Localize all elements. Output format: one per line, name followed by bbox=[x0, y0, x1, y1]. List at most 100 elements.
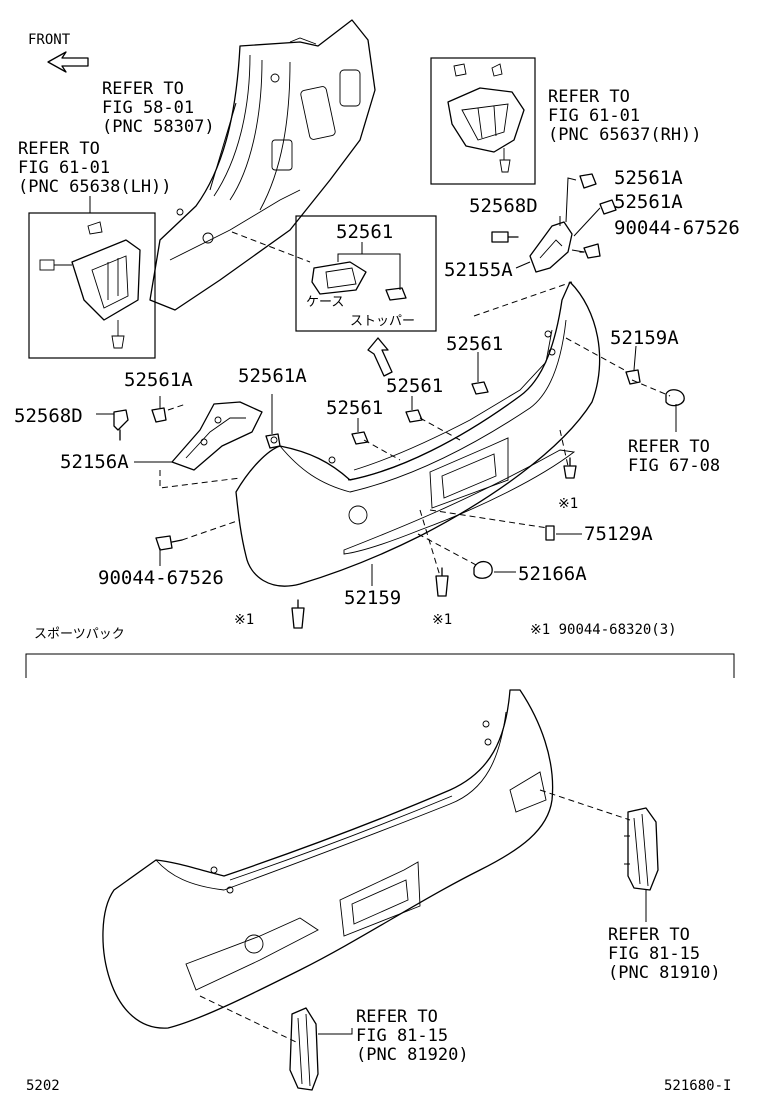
svg-text:REFER TO: REFER TO bbox=[628, 437, 710, 457]
dash-l1 bbox=[167, 403, 187, 411]
mark1-a: ※1 bbox=[558, 496, 578, 512]
stopper-c1-icon bbox=[471, 381, 489, 395]
dash-box-link bbox=[231, 231, 311, 263]
clip-52568D-l-icon bbox=[113, 409, 129, 441]
svg-text:FIG 67-08: FIG 67-08 bbox=[628, 456, 720, 476]
bracket-52156A bbox=[171, 401, 263, 471]
dash-90044-l bbox=[181, 519, 241, 541]
svg-text:REFER TO: REFER TO bbox=[548, 87, 630, 107]
cap-52166A-icon bbox=[473, 561, 493, 579]
figure-code: 521680-I bbox=[664, 1078, 731, 1094]
svg-text:FIG 61-01: FIG 61-01 bbox=[548, 106, 640, 126]
svg-text:FIG 81-15: FIG 81-15 bbox=[608, 944, 700, 964]
refer-81920-label: REFER TO FIG 81-15 (PNC 81920) bbox=[356, 1007, 469, 1065]
leader-52159A bbox=[633, 345, 637, 371]
part-52561A-tr1: 52561A bbox=[614, 167, 683, 189]
svg-text:(PNC 81910): (PNC 81910) bbox=[608, 963, 721, 983]
clip-52561A-l1-icon bbox=[151, 407, 167, 423]
svg-text:REFER TO: REFER TO bbox=[356, 1007, 438, 1027]
refer-58-label: REFER TO FIG 58-01 (PNC 58307) bbox=[102, 79, 215, 137]
part-52561-box: 52561 bbox=[336, 221, 393, 243]
plug-icon bbox=[665, 389, 685, 407]
leader-81920 bbox=[318, 1028, 353, 1035]
dash-top-ref bbox=[473, 281, 573, 317]
part-52159A: 52159A bbox=[610, 327, 679, 349]
screw-90044-r-icon bbox=[579, 243, 601, 259]
inset-box-lh bbox=[28, 212, 156, 359]
part-52561-c1: 52561 bbox=[446, 333, 503, 355]
part-52561-c3: 52561 bbox=[326, 397, 383, 419]
dash-52159A bbox=[565, 337, 629, 373]
front-label: FRONT bbox=[28, 32, 71, 48]
dash-52156A bbox=[159, 470, 241, 489]
page-code: 5202 bbox=[26, 1078, 60, 1094]
pad-75129A-icon bbox=[545, 525, 555, 541]
clip-52561A-tr2-icon bbox=[599, 199, 617, 215]
inset-box-52561: 52561 ケース ストッパー bbox=[295, 215, 437, 332]
refer-67-label: REFER TO FIG 67-08 bbox=[628, 437, 720, 476]
arrow-up-icon bbox=[367, 337, 393, 377]
section-bracket bbox=[25, 653, 735, 678]
bracket-52155A bbox=[529, 221, 573, 273]
refer-61-rh-label: REFER TO FIG 61-01 (PNC 65637(RH)) bbox=[548, 87, 702, 145]
dash-52166A bbox=[417, 533, 479, 567]
svg-text:REFER TO: REFER TO bbox=[18, 139, 100, 159]
mark1-note: ※1 90044-68320(3) bbox=[530, 622, 677, 638]
part-52561-c2: 52561 bbox=[386, 375, 443, 397]
clip-52561A-l2-icon bbox=[265, 433, 281, 449]
reflector-rh bbox=[624, 807, 659, 891]
leader-52155A bbox=[515, 261, 531, 269]
leader-58 bbox=[209, 102, 237, 191]
dash-81910 bbox=[539, 789, 631, 821]
reflector-lh bbox=[289, 1007, 319, 1091]
part-90044-67526-l: 90044-67526 bbox=[98, 567, 224, 589]
leader-52561A-tr1 bbox=[565, 177, 577, 223]
leader-90044-r bbox=[571, 249, 585, 253]
svg-text:FIG 81-15: FIG 81-15 bbox=[356, 1026, 448, 1046]
part-52561A-tr2: 52561A bbox=[614, 191, 683, 213]
clip-52561A-tr1-icon bbox=[579, 173, 597, 189]
svg-text:(PNC 58307): (PNC 58307) bbox=[102, 117, 215, 137]
svg-text:REFER TO: REFER TO bbox=[102, 79, 184, 99]
mark1-c: ※1 bbox=[432, 612, 452, 628]
svg-text:FIG 61-01: FIG 61-01 bbox=[18, 158, 110, 178]
clip-mark1-b-icon bbox=[291, 599, 305, 629]
sport-bumper-drawing bbox=[102, 689, 554, 1029]
part-75129A: 75129A bbox=[584, 523, 653, 545]
refer-81910-label: REFER TO FIG 81-15 (PNC 81910) bbox=[608, 925, 721, 983]
screw-90044-l-icon bbox=[155, 535, 183, 551]
case-label: ケース bbox=[306, 295, 344, 310]
part-52166A: 52166A bbox=[518, 563, 587, 585]
clip-52568D-r-icon bbox=[491, 231, 519, 243]
dash-c2 bbox=[419, 417, 461, 441]
bumper-cover-52159 bbox=[235, 281, 601, 587]
front-arrow: FRONT bbox=[28, 32, 89, 73]
dash-c3 bbox=[363, 439, 401, 461]
mark1-b: ※1 bbox=[234, 612, 254, 628]
clip-mark1-c-icon bbox=[435, 567, 449, 597]
svg-text:FIG 58-01: FIG 58-01 bbox=[102, 98, 194, 118]
part-90044-67526-r: 90044-67526 bbox=[614, 217, 740, 239]
svg-text:(PNC 65637(RH)): (PNC 65637(RH)) bbox=[548, 125, 702, 145]
svg-text:REFER TO: REFER TO bbox=[608, 925, 690, 945]
refer-61-lh-label: REFER TO FIG 61-01 (PNC 65638(LH)) bbox=[18, 139, 172, 197]
dash-mark1-c bbox=[419, 509, 441, 577]
dash-mark1-a bbox=[559, 429, 569, 467]
stopper-label: ストッパー bbox=[350, 314, 415, 329]
dash-81920 bbox=[199, 995, 297, 1043]
leader-52561A-tr2 bbox=[573, 207, 601, 237]
body-panel-drawing bbox=[149, 19, 376, 311]
svg-text:(PNC 81920): (PNC 81920) bbox=[356, 1045, 469, 1065]
inset-box-rh bbox=[430, 57, 536, 185]
stopper-c2-icon bbox=[405, 409, 423, 423]
part-52156A: 52156A bbox=[60, 451, 129, 473]
section-label: スポーツパック bbox=[34, 627, 125, 642]
stopper-c3-icon bbox=[351, 431, 369, 445]
svg-text:(PNC 65638(LH)): (PNC 65638(LH)) bbox=[18, 177, 172, 197]
part-52159: 52159 bbox=[344, 587, 401, 609]
part-52568D-l: 52568D bbox=[14, 405, 83, 427]
part-52561A-l2: 52561A bbox=[238, 365, 307, 387]
part-52155A: 52155A bbox=[444, 259, 513, 281]
dash-67 bbox=[631, 379, 671, 397]
